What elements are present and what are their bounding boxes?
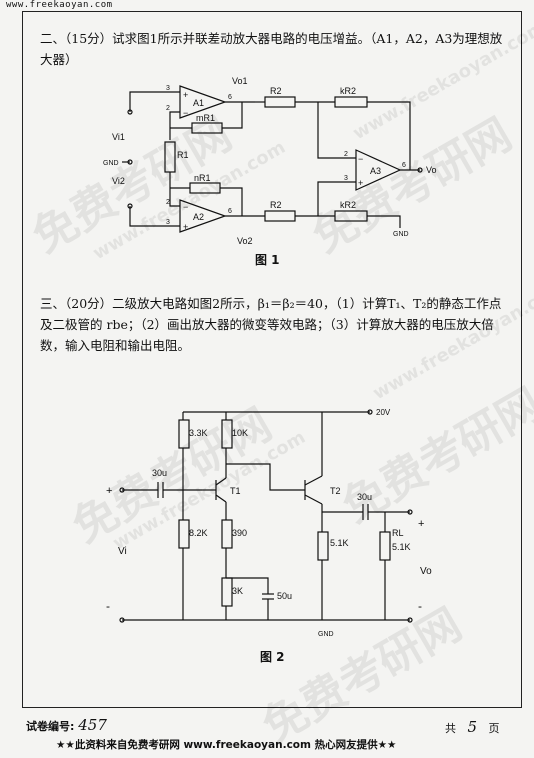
label-plus: + xyxy=(183,222,188,232)
label-pin: 2 xyxy=(166,105,170,112)
label-minus: − xyxy=(183,108,188,118)
label-10k: 10K xyxy=(232,428,248,438)
label-8-2k: 8.2K xyxy=(189,528,208,538)
label-pin: 6 xyxy=(228,208,232,215)
label-t1: T1 xyxy=(230,486,241,496)
header-url: www.freekaoyan.com xyxy=(6,0,113,10)
opamp-a1 xyxy=(179,85,227,119)
label-5-1k: 5.1K xyxy=(330,538,349,548)
label-kr2-top: kR2 xyxy=(340,86,356,96)
label-gnd-right: GND xyxy=(393,231,409,238)
page-border-top xyxy=(22,11,522,12)
label-vi2: Vi2 xyxy=(112,176,125,186)
label-nr1: nR1 xyxy=(194,173,211,183)
label-kr2-bottom: kR2 xyxy=(340,200,356,210)
resistor-10k xyxy=(221,419,233,449)
label-plus: + xyxy=(183,90,188,100)
label-3k: 3K xyxy=(232,586,243,596)
label-plus: + xyxy=(358,178,363,188)
resistor-3k xyxy=(221,577,233,607)
label-pin: 3 xyxy=(166,219,170,226)
page-border-bottom xyxy=(22,707,522,708)
question-2-text: 二、（15分）试求图1所示并联差动放大器电路的电压增益。（A1，A2，A3为理想… xyxy=(40,31,503,67)
resistor-rl xyxy=(379,531,391,561)
label-minus: − xyxy=(358,154,363,164)
opamp-a2 xyxy=(179,199,227,233)
page-border-right xyxy=(521,11,522,708)
figure-2-caption: 图 2 xyxy=(260,650,285,664)
label-r1: R1 xyxy=(177,150,189,160)
resistor-5-1k xyxy=(317,531,329,561)
label-vo2: Vo2 xyxy=(237,236,253,246)
question-3-text: 三、（20分）二级放大电路如图2所示，β₁＝β₂＝40，（1）计算T₁、T₂的静… xyxy=(40,296,502,353)
label-vo2: Vo xyxy=(420,566,432,577)
label-a3: A3 xyxy=(370,166,381,176)
paper-number: 试卷编号: 457 xyxy=(26,716,107,734)
page-count: 共 5 页 xyxy=(445,718,500,736)
label-c-in: 30u xyxy=(152,468,167,478)
label-pin: 2 xyxy=(344,151,348,158)
label-pin: 2 xyxy=(166,199,170,206)
label-pin: 3 xyxy=(344,175,348,182)
label-390: 390 xyxy=(232,528,247,538)
label-pin: 6 xyxy=(402,162,406,169)
footer-banner: ★★此资料来自免费考研网 www.freekaoyan.com 热心网友提供★★ xyxy=(56,739,397,751)
label-vo: Vo xyxy=(426,165,437,175)
page-border-left xyxy=(22,11,23,708)
label-plus-out: + xyxy=(418,518,424,530)
label-a2: A2 xyxy=(193,212,204,222)
label-50u: 50u xyxy=(277,591,292,601)
label-mr1: mR1 xyxy=(196,113,215,123)
label-rl-value: 5.1K xyxy=(392,542,411,552)
label-r2-bottom: R2 xyxy=(270,200,282,210)
resistor-8-2k xyxy=(178,519,190,549)
label-t2: T2 xyxy=(330,486,341,496)
label-vi: Vi xyxy=(118,546,127,557)
label-rl: RL xyxy=(392,528,404,538)
page-count-value: 5 xyxy=(467,718,478,736)
opamp-a3 xyxy=(355,149,402,191)
label-r2-top: R2 xyxy=(270,86,282,96)
label-vcc: 20V xyxy=(376,408,391,417)
label-c-out: 30u xyxy=(357,492,372,502)
paper-number-label: 试卷编号: xyxy=(26,720,75,733)
label-plus-in: + xyxy=(106,485,112,497)
figure-1-caption: 图 1 xyxy=(255,253,280,267)
label-gnd: GND xyxy=(103,160,119,167)
page-count-suffix: 页 xyxy=(488,722,500,735)
label-pin: 6 xyxy=(228,94,232,101)
label-3-3k: 3.3K xyxy=(189,428,208,438)
resistor-3-3k xyxy=(178,419,190,449)
resistor-390 xyxy=(221,519,233,549)
label-a1: A1 xyxy=(193,98,204,108)
label-pin: 3 xyxy=(166,85,170,92)
label-vo1: Vo1 xyxy=(232,76,248,86)
page-count-prefix: 共 xyxy=(445,722,456,735)
label-gnd2: GND xyxy=(318,631,334,638)
paper-number-value: 457 xyxy=(78,716,107,734)
label-minus-in: - xyxy=(106,599,110,613)
label-vi1: Vi1 xyxy=(112,132,125,142)
label-minus: − xyxy=(183,202,188,212)
label-minus-out: - xyxy=(418,599,422,613)
